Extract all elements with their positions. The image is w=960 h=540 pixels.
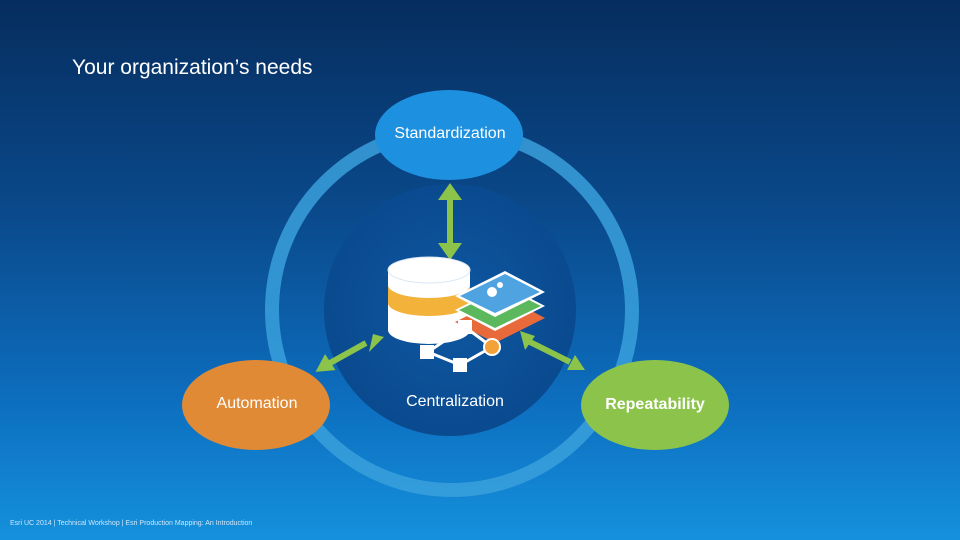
repeatability-label: Repeatability <box>605 396 705 413</box>
arrow-center-repeatability <box>520 331 585 370</box>
standardization-node <box>375 90 523 180</box>
centralization-label: Centralization <box>406 393 504 410</box>
repeatability-node <box>581 360 729 450</box>
automation-label: Automation <box>216 395 298 412</box>
database-icon <box>387 256 471 344</box>
standardization-label: Standardization <box>394 125 506 142</box>
network-icon <box>420 320 501 372</box>
slide-title: Your organization’s needs <box>72 56 313 79</box>
footer-text: Esri UC 2014 | Technical Workshop | Esri… <box>10 520 253 527</box>
automation-node <box>182 360 330 450</box>
map-layers-icon <box>455 271 545 343</box>
arrow-standardization-center <box>438 183 462 260</box>
arrow-automation-center <box>315 334 384 372</box>
